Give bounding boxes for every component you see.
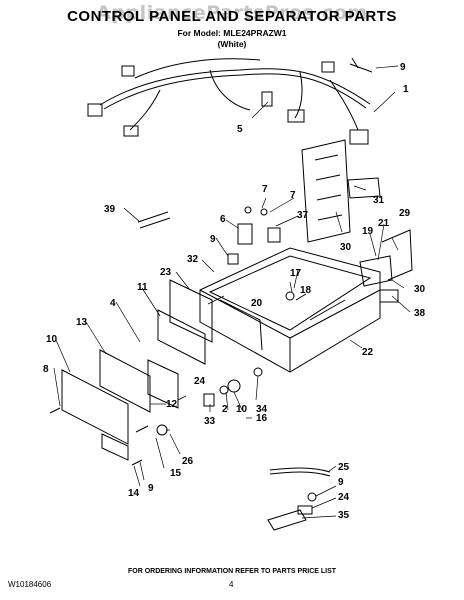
- callout-label: 38: [414, 308, 426, 319]
- bezel-illustration: [147, 359, 179, 409]
- connector-plug: [321, 61, 335, 73]
- page-title: CONTROL PANEL AND SEPARATOR PARTS: [67, 8, 397, 25]
- callout-label: 30: [340, 242, 352, 253]
- callout-label: 32: [187, 254, 199, 265]
- callout-label: 10: [236, 404, 248, 415]
- callout-label: 9: [148, 483, 154, 494]
- fastener-illustration: [285, 291, 295, 301]
- callout-label: 37: [297, 210, 309, 221]
- callout-label: 1: [403, 84, 409, 95]
- callout-label: 5: [237, 124, 243, 135]
- callout-label: 22: [362, 347, 374, 358]
- callout-label: 15: [170, 468, 182, 479]
- connector-plug: [121, 65, 135, 77]
- control-panel-illustration: [157, 309, 206, 365]
- leader-lines: [53, 65, 411, 519]
- connector-plug: [261, 91, 273, 107]
- connector-plug: [123, 125, 139, 137]
- seal-illustration: [156, 424, 168, 436]
- fitting-illustration: [227, 253, 239, 265]
- callout-label: 11: [137, 282, 148, 293]
- callout-label: 16: [256, 413, 268, 424]
- screw-illustration: [260, 208, 268, 216]
- callout-label: 23: [160, 267, 172, 278]
- callout-label: 14: [128, 488, 140, 499]
- callout-label: 9: [210, 234, 216, 245]
- callout-label: 39: [104, 204, 116, 215]
- callout-label: 9: [338, 477, 344, 488]
- plug-25-illustration: [297, 505, 313, 515]
- housing-illustration: [199, 247, 381, 373]
- watermark: AppliancePartsPros.com: [96, 2, 368, 24]
- callout-label: 29: [399, 208, 411, 219]
- label-illustration: [101, 433, 129, 461]
- callout-label: 21: [378, 218, 390, 229]
- callout-label: 35: [338, 510, 350, 521]
- model-line: For Model: MLE24PRAZW1: [177, 28, 287, 38]
- callout-label: 25: [338, 462, 350, 473]
- callout-label: 34: [256, 404, 268, 415]
- terminal-illustration: [267, 227, 281, 243]
- callout-label: 26: [182, 456, 194, 467]
- screw-illustration: [244, 206, 252, 214]
- callout-label: 4: [110, 298, 116, 309]
- callout-label: 19: [362, 226, 374, 237]
- screw-illustration: [131, 459, 143, 466]
- callout-label: 12: [166, 399, 178, 410]
- washer-illustration: [219, 385, 229, 395]
- panel-illustration: [169, 279, 213, 343]
- callout-labels: 1 9 5 31 30 7 7 6 37 9 39 32 23 11 4 13 …: [43, 62, 426, 521]
- document-number: W10184606: [8, 580, 52, 589]
- callout-label: 24: [338, 492, 350, 503]
- relay-illustration: [347, 177, 381, 199]
- callout-label: 6: [220, 214, 226, 225]
- knob-illustration: [227, 379, 241, 393]
- callout-label: 8: [43, 364, 49, 375]
- callout-label: 20: [251, 298, 263, 309]
- color-line: (White): [217, 39, 247, 49]
- strain-relief-illustration: [267, 509, 307, 531]
- cover-illustration: [381, 229, 413, 281]
- control-board-illustration: [99, 349, 151, 413]
- page-number: 4: [229, 580, 234, 589]
- connector-plug: [349, 129, 369, 145]
- console-illustration: [61, 369, 129, 445]
- bracket-34-illustration: [203, 393, 215, 407]
- grommet-illustration: [307, 492, 317, 502]
- screw-illustration: [135, 425, 149, 433]
- ordering-note: FOR ORDERING INFORMATION REFER TO PARTS …: [127, 568, 337, 575]
- callout-label: 24: [194, 376, 206, 387]
- callout-label: 10: [46, 334, 58, 345]
- bracket-illustration: [301, 139, 351, 243]
- callout-label: 17: [290, 268, 302, 279]
- callout-label: 7: [290, 190, 296, 201]
- wire-harness-illustration: [87, 58, 371, 145]
- clip-illustration: [379, 289, 399, 303]
- nut-illustration: [253, 367, 263, 377]
- wire-39-illustration: [137, 211, 171, 229]
- screw-illustration: [49, 407, 61, 414]
- callout-label: 18: [300, 285, 312, 296]
- connector-plug: [287, 109, 305, 123]
- callout-label: 33: [204, 416, 216, 427]
- callout-label: 9: [400, 62, 406, 73]
- switch-illustration: [237, 223, 253, 245]
- callout-label: 31: [373, 195, 385, 206]
- screw-illustration: [349, 57, 373, 73]
- callout-label: 2: [222, 404, 228, 415]
- connector-plug: [87, 103, 103, 117]
- callout-label: 30: [414, 284, 426, 295]
- callout-label: 13: [76, 317, 88, 328]
- harness-29-illustration: [269, 467, 331, 473]
- callout-label: 7: [262, 184, 268, 195]
